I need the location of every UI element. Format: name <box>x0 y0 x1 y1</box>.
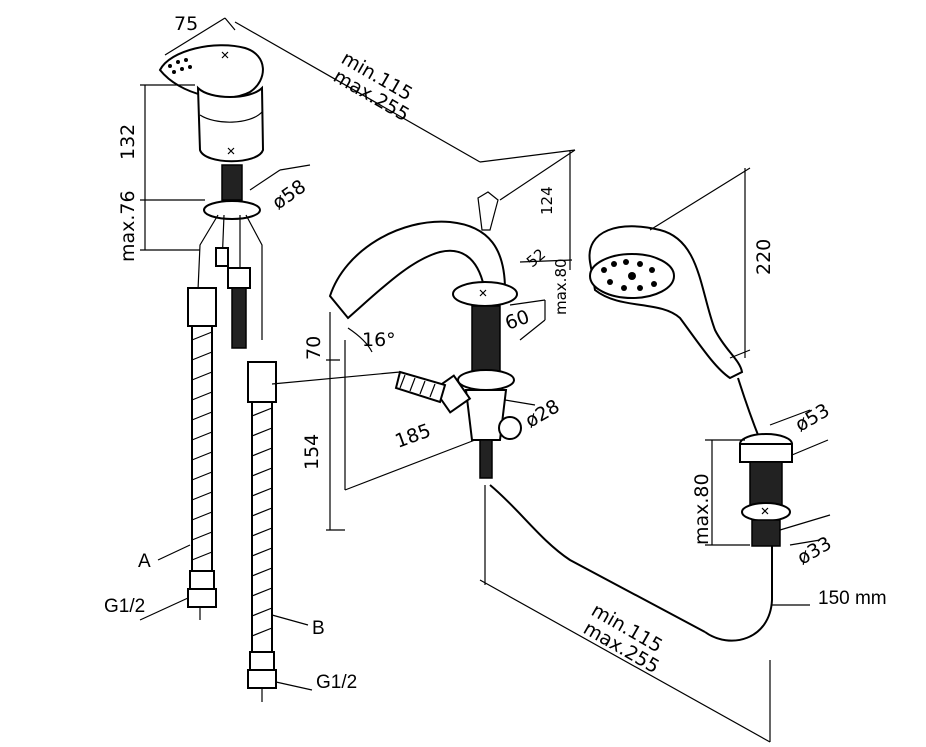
dim-spout-60: 60 <box>502 306 532 335</box>
left-dimensions <box>140 17 481 251</box>
mixer-handle <box>158 44 265 163</box>
shower-holder <box>739 433 793 547</box>
mixer-body <box>197 164 263 349</box>
hose-b <box>247 361 277 702</box>
spout-dimensions <box>326 149 576 531</box>
dim-spout-max80: max.80 <box>552 258 570 315</box>
leader-thread-left <box>139 597 189 621</box>
hand-shower <box>588 225 744 380</box>
dim-spout-185: 185 <box>392 420 434 453</box>
bottom-dimension <box>479 485 771 743</box>
dim-spout-70: 70 <box>303 336 325 360</box>
dim-shower-220: 220 <box>753 239 775 275</box>
leader-hose-b <box>271 614 309 626</box>
label-hose-length: 150 mm <box>818 588 887 609</box>
dim-shower-diameter53: ø53 <box>792 399 834 436</box>
dim-spout-diameter: ø28 <box>522 395 564 432</box>
dim-top-max: max.76 <box>117 190 139 262</box>
dim-spout-height: 124 <box>538 186 556 215</box>
dim-spout-154: 154 <box>301 434 323 470</box>
dim-shower-diameter33: ø33 <box>794 532 836 569</box>
label-thread-right: G1/2 <box>316 672 357 693</box>
dim-spout-52: 52 <box>523 245 549 271</box>
leader-hose-a <box>157 544 191 561</box>
label-hose-b: B <box>312 618 325 639</box>
leader-thread-right <box>275 681 313 691</box>
dim-spout-angle: 16° <box>362 329 396 351</box>
dim-shower-max80: max.80 <box>691 473 713 545</box>
hose-a <box>187 287 217 620</box>
dim-top-diameter: ø58 <box>268 176 310 215</box>
label-hose-a: A <box>138 551 151 572</box>
label-thread-left: G1/2 <box>104 596 145 617</box>
dim-top-width: 75 <box>174 13 198 35</box>
spout <box>328 191 522 479</box>
shower-dimensions <box>649 167 831 606</box>
spout-connector-hose <box>271 370 447 404</box>
dim-top-height: 132 <box>117 124 139 160</box>
